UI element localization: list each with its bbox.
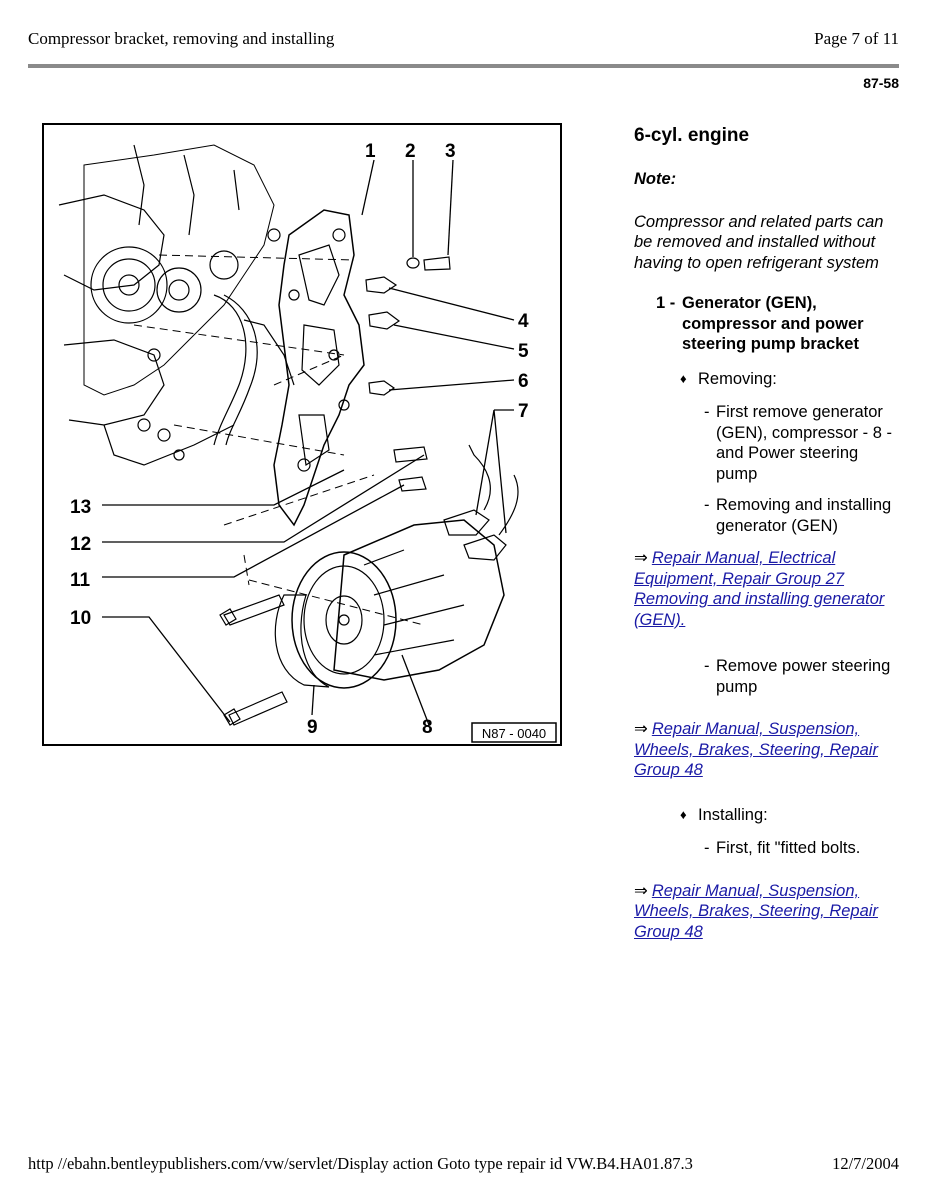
figure-id: N87 - 0040 bbox=[482, 726, 546, 741]
link-suspension-paragraph-2: ⇒Repair Manual, Suspension, Wheels, Brak… bbox=[634, 881, 904, 943]
installing-bullet: ♦ Installing: bbox=[680, 805, 904, 826]
arrow-icon: ⇒ bbox=[634, 720, 648, 738]
page-number: Page 7 of 11 bbox=[814, 29, 899, 48]
link-suspension-repair-group-48-b[interactable]: Repair Manual, Suspension, Wheels, Brake… bbox=[634, 881, 878, 941]
callout-3: 3 bbox=[445, 141, 456, 162]
dash-marker: - bbox=[704, 403, 710, 421]
callout-11: 11 bbox=[70, 570, 91, 591]
removing-step-3: - Remove power steering pump bbox=[704, 656, 904, 697]
link-suspension-repair-group-48-a[interactable]: Repair Manual, Suspension, Wheels, Brake… bbox=[634, 720, 878, 779]
arrow-icon: ⇒ bbox=[634, 881, 648, 900]
figure-id-box bbox=[471, 722, 557, 743]
link-suspension-paragraph-1: ⇒Repair Manual, Suspension, Wheels, Brak… bbox=[634, 719, 904, 781]
removing-label: Removing: bbox=[698, 369, 777, 388]
note-label: Note: bbox=[634, 170, 677, 188]
callout-2: 2 bbox=[405, 141, 416, 162]
callout-5: 5 bbox=[518, 341, 529, 362]
installing-step-1-text: First, fit "fitted bolts. bbox=[716, 839, 861, 857]
diagram-drawing: 1 2 3 4 5 6 7 8 9 10 11 12 13 N87 - 0040 bbox=[58, 141, 557, 743]
instructions-panel: 6-cyl. engine Note: Compressor and relat… bbox=[634, 124, 904, 964]
installing-label: Installing: bbox=[698, 805, 768, 824]
item-1-text: Generator (GEN), compressor and power st… bbox=[682, 294, 864, 353]
callout-8: 8 bbox=[422, 717, 433, 738]
callout-7: 7 bbox=[518, 401, 529, 422]
diamond-bullet-icon: ♦ bbox=[680, 370, 687, 386]
footer-url: http //ebahn.bentleypublishers.com/vw/se… bbox=[28, 1154, 693, 1173]
callout-12: 12 bbox=[70, 534, 91, 555]
section-title: 6-cyl. engine bbox=[634, 125, 750, 146]
removing-step-2: - Removing and installing generator (GEN… bbox=[704, 495, 904, 536]
installing-step-1: - First, fit "fitted bolts. bbox=[704, 838, 904, 859]
callout-13: 13 bbox=[70, 497, 91, 518]
dash-marker: - bbox=[704, 839, 710, 857]
item-1-number: 1 - bbox=[656, 294, 676, 312]
dash-marker: - bbox=[704, 657, 710, 675]
link-electrical-paragraph: ⇒Repair Manual, Electrical Equipment, Re… bbox=[634, 548, 904, 630]
dash-marker: - bbox=[704, 496, 710, 514]
item-1: 1 - Generator (GEN), compressor and powe… bbox=[656, 293, 904, 355]
repair-group-code: 87-58 bbox=[863, 75, 899, 91]
removing-step-1: - First remove generator (GEN), compress… bbox=[704, 402, 904, 484]
footer-date: 12/7/2004 bbox=[832, 1154, 899, 1173]
document-title: Compressor bracket, removing and install… bbox=[28, 29, 335, 48]
arrow-icon: ⇒ bbox=[634, 549, 648, 567]
removing-step-2-text: Removing and installing generator (GEN) bbox=[716, 496, 892, 535]
header-divider bbox=[28, 64, 899, 68]
callout-6: 6 bbox=[518, 371, 529, 392]
link-electrical-repair-group-27[interactable]: Repair Manual, Electrical Equipment, Rep… bbox=[634, 549, 885, 629]
removing-step-1-text: First remove generator (GEN), compressor… bbox=[716, 403, 893, 483]
note-text: Compressor and related parts can be remo… bbox=[634, 212, 884, 272]
callout-1: 1 bbox=[365, 141, 376, 162]
removing-bullet: ♦ Removing: bbox=[680, 369, 904, 390]
callout-4: 4 bbox=[518, 311, 529, 332]
diamond-bullet-icon: ♦ bbox=[680, 806, 687, 822]
callout-9: 9 bbox=[307, 717, 318, 738]
removing-step-3-text: Remove power steering pump bbox=[716, 657, 891, 696]
callout-10: 10 bbox=[70, 608, 91, 629]
exploded-diagram: 1 2 3 4 5 6 7 8 9 10 11 12 13 N87 - 0040 bbox=[42, 123, 562, 746]
